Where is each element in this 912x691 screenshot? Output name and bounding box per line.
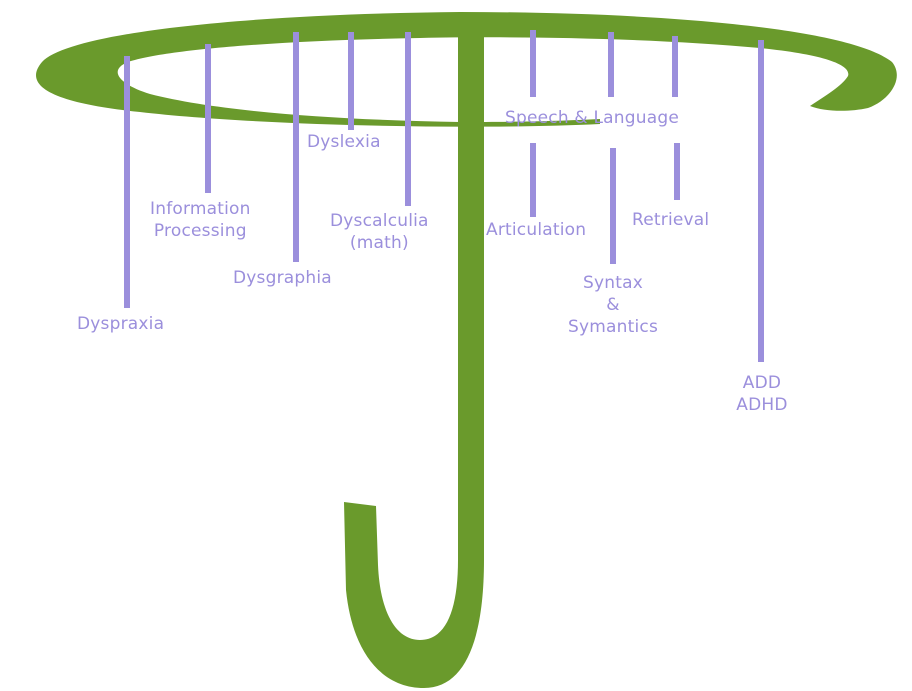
label-dyspraxia: Dyspraxia	[77, 313, 164, 335]
label-math: (math)	[330, 232, 429, 254]
label-information: Information	[150, 198, 251, 220]
label-syntax: Syntax	[563, 272, 663, 294]
label-dysgraphia: Dysgraphia	[233, 267, 332, 289]
label-information-processing: Information Processing	[150, 198, 251, 242]
label-adhd: ADHD	[734, 394, 790, 416]
label-add-adhd: ADD ADHD	[734, 372, 790, 416]
label-speech-language: Speech & Language	[505, 107, 679, 129]
label-ampersand: &	[563, 294, 663, 316]
label-syntax-semantics: Syntax & Symantics	[563, 272, 663, 338]
connector-lines	[127, 30, 761, 362]
label-dyscalculia: Dyscalculia (math)	[330, 210, 429, 254]
label-dyscalculia-text: Dyscalculia	[330, 210, 429, 232]
label-articulation: Articulation	[486, 219, 586, 241]
umbrella-handle	[344, 30, 484, 688]
label-retrieval: Retrieval	[632, 209, 709, 231]
label-dyslexia: Dyslexia	[307, 131, 381, 153]
label-add: ADD	[734, 372, 790, 394]
label-symantics: Symantics	[563, 316, 663, 338]
label-processing: Processing	[150, 220, 251, 242]
